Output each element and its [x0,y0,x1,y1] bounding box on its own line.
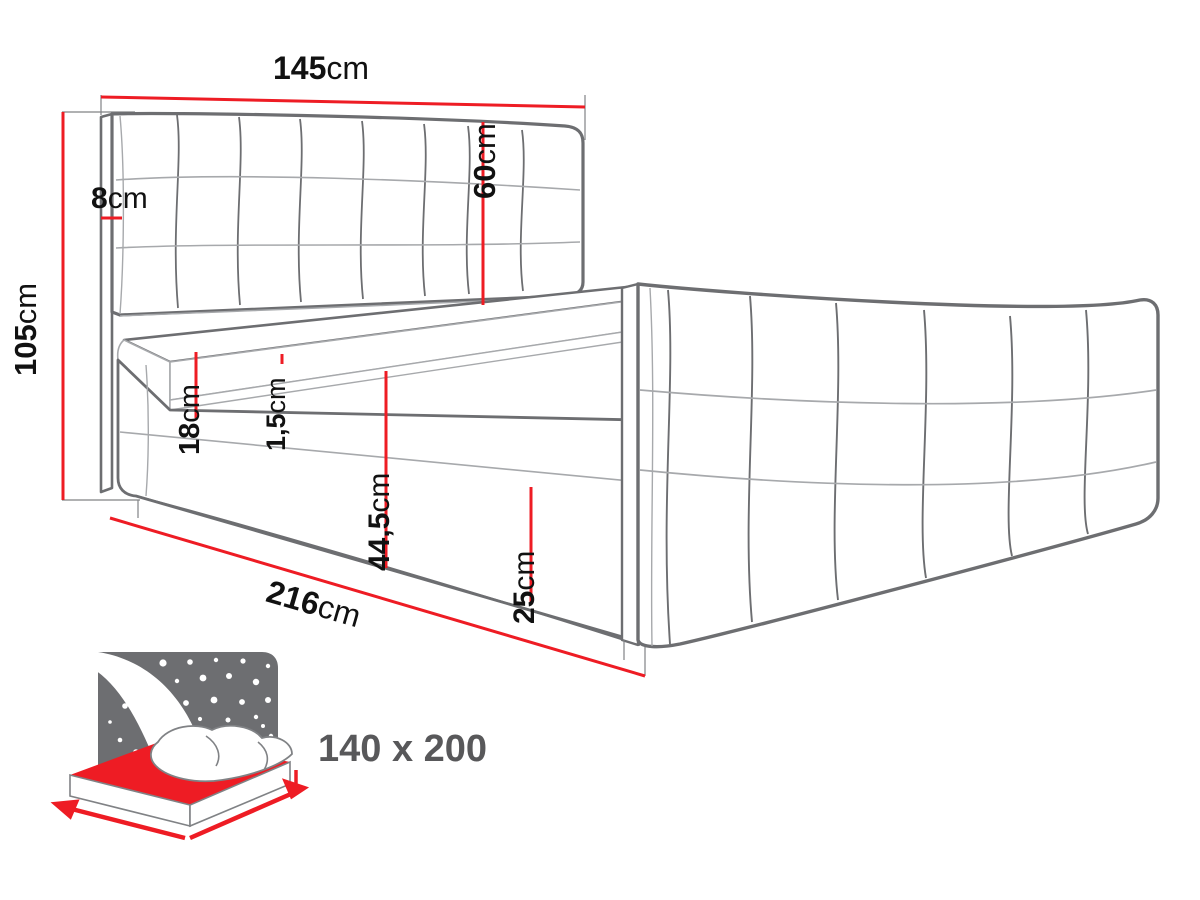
dimension-lines [61,95,646,678]
bed-outline [99,111,1160,660]
dim-216cm-line [109,516,646,678]
label-60cm: 60cm [467,123,502,199]
bed-base [116,284,642,647]
label-105cm: 105cm [8,282,43,376]
headboard-tufting-vertical [174,114,525,309]
label-25cm: 25cm [508,550,541,624]
headboard-tufting-horizontal [115,175,581,249]
dim-145cm-line [100,95,586,109]
size-arrows-icon [50,770,310,841]
label-145cm: 145cm [273,50,370,86]
label-8cm: 8cm [91,182,148,215]
witness-lines [62,95,646,676]
pillows-icon [150,724,293,783]
mattress-size-label: 140 x 200 [318,728,488,770]
bed-with-night-sky-icon [50,652,310,841]
label-18cm: 18cm [174,384,206,455]
label-44-5cm: 44,5cm [363,472,396,571]
footboard-tufting-horizontal [639,389,1157,486]
label-1-5cm: 1,5cm [261,377,291,451]
footboard-tufting-vertical [665,289,1090,645]
footboard [620,282,1160,660]
